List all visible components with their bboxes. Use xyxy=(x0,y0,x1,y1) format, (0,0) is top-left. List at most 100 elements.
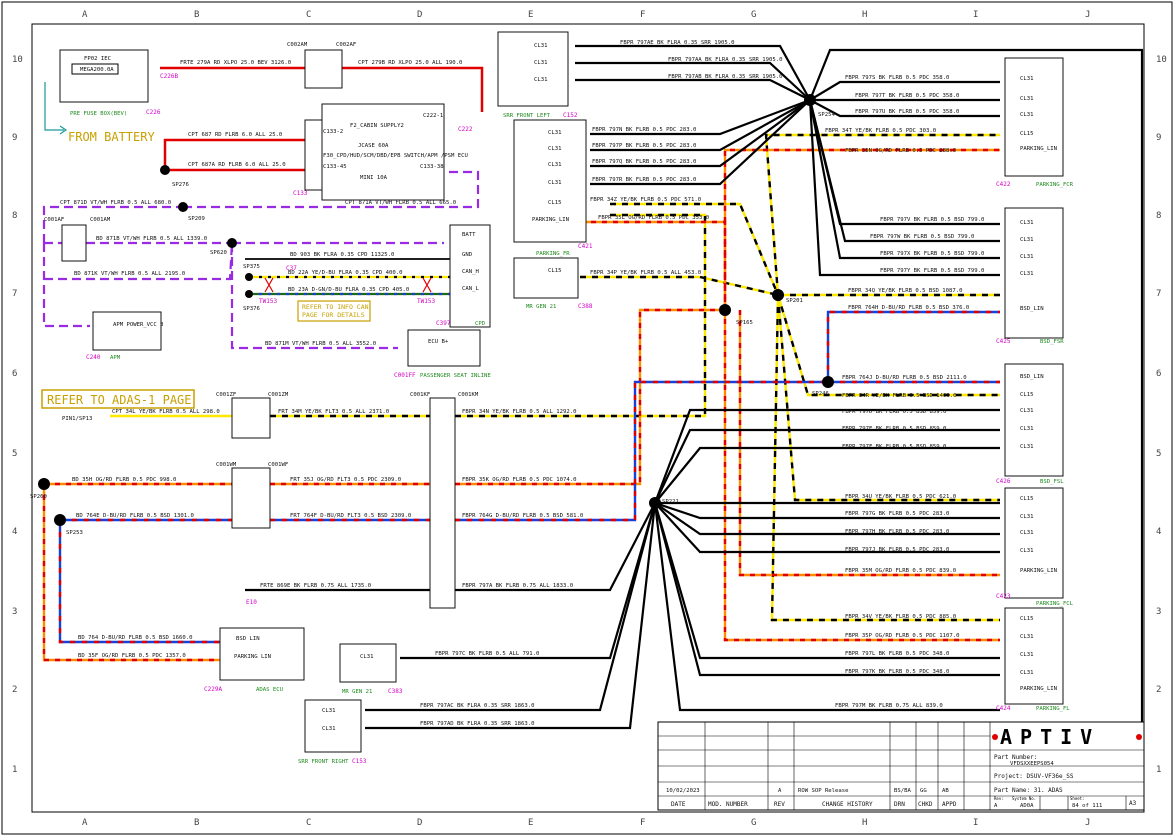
wire-label: FBPR 797AA BK FLRA 0.35 SRR 1905.0 xyxy=(668,57,783,63)
wire-label: FBPR 797J BK FLRB 0.5 PDC 283.0 xyxy=(845,547,949,553)
grid-col-bottom-E: E xyxy=(528,818,533,828)
apm-caption: APM xyxy=(110,355,121,361)
from-battery-label: FROM BATTERY xyxy=(68,130,155,144)
bsd_fsr-line: CL31 xyxy=(1020,237,1033,243)
wire-label: BD 764E D-BU/RD FLRB 0.5 BSD 1301.0 xyxy=(76,513,194,519)
wire-label: BD 871M VT/WH FLRB 0.5 ALL 3552.0 xyxy=(265,341,376,347)
wire-label: FBPR 35N OG/RD FLRB 0.5 PDC 288.0 xyxy=(845,148,956,154)
parking_fcr-caption: PARKING_FCR xyxy=(1036,182,1074,188)
wire-label: BD 764 D-BU/RD FLRB 0.5 BSD 1660.0 xyxy=(78,635,193,641)
mrgen_bot-ref: C383 xyxy=(388,688,403,695)
wire-label: FBPR 797T BK FLRB 0.5 PDC 358.0 xyxy=(855,93,959,99)
cpd-ref: C397 xyxy=(436,320,451,327)
parking_fr-line: CL15 xyxy=(548,200,561,206)
cpd-line: CAN_H xyxy=(462,269,479,275)
wire-label: FBPR 797U BK FLRB 0.5 PDC 358.0 xyxy=(855,109,959,115)
adas_ecu-line: BSD LIN xyxy=(236,636,260,642)
wire-label: FBPR 797P BK FLRB 0.5 PDC 283.0 xyxy=(592,143,696,149)
inline-connector-name: C001WM xyxy=(216,462,237,468)
wire-label: FBPR 797L BK FLRB 0.5 PDC 348.0 xyxy=(845,651,949,657)
wire-label: FBPR 797D BK FLRB 0.5 BSD 859.0 xyxy=(842,409,946,415)
wire-label: CPT 687 RD FLRB 6.0 ALL 25.0 xyxy=(188,132,282,138)
grid-row-10: 10 xyxy=(12,55,23,65)
wire-label: FBPR 797V BK FLRB 0.5 BSD 799.0 xyxy=(880,217,984,223)
history-chkd: GG xyxy=(920,788,927,794)
inline-connector-name: C002AM xyxy=(287,42,308,48)
wire-label: FBPR 35K OG/RD FLRB 0.5 PDC 1074.0 xyxy=(462,477,577,483)
apm-ref: C240 xyxy=(86,354,101,361)
parking_fr-line: CL31 xyxy=(548,130,561,136)
wire-label: FBPR 797F BK FLRB 0.5 BSD 859.0 xyxy=(842,444,946,450)
inline-connector-name: C002AF xyxy=(336,42,357,48)
grid-row-6: 6 xyxy=(12,369,17,379)
wire-label: FBPR 797AC BK FLRA 0.35 SRR 1863.0 xyxy=(420,703,535,709)
parking_fr-line: CL31 xyxy=(548,162,561,168)
title-header: CHKD xyxy=(918,801,933,808)
splice-dots xyxy=(38,94,834,526)
wire-label: CPT 279B RD XLPO 25.0 ALL 190.0 xyxy=(358,60,462,66)
grid-row-right-4: 4 xyxy=(1156,527,1161,537)
wire-label: FBPR 34T YE/BK FLRB 0.5 PDC 303.0 xyxy=(825,128,936,134)
cabin-line: MINI 10A xyxy=(360,175,388,181)
grid-row-right-9: 9 xyxy=(1156,133,1161,143)
splice-name: SP253 xyxy=(66,530,83,536)
wire-label: BD 871B VT/WH FLRB 0.5 ALL 1339.0 xyxy=(96,236,207,242)
apm-line: APM POWER_VCC 3 xyxy=(113,322,164,328)
parking_fcl-line: CL31 xyxy=(1020,530,1033,536)
battery-feed-line xyxy=(44,82,64,131)
seat-ref: C001FF xyxy=(394,372,416,379)
bsd_fsr-line: CL31 xyxy=(1020,271,1033,277)
mrgen_bot-caption: MR GEN 21 xyxy=(342,689,372,695)
srr_fr-caption: SRR FRONT RIGHT xyxy=(298,759,349,765)
wire-label: FBPR 797S BK FLRB 0.5 PDC 358.0 xyxy=(845,75,949,81)
seat-line: ECU B+ xyxy=(428,339,449,345)
cabin-line: JCASE 60A xyxy=(358,143,389,149)
grid-col-bottom-C: C xyxy=(306,818,311,828)
wire-label: FBPR 34N YE/BK FLRB 0.5 ALL 1292.0 xyxy=(462,409,577,415)
wire-label: FBPR 764J D-BU/RD FLRB 0.5 BSD 2111.0 xyxy=(842,375,967,381)
splice-name: SP221 xyxy=(662,499,679,505)
splice-name: SP260 xyxy=(30,494,47,500)
grid-row-9: 9 xyxy=(12,133,17,143)
bsd_fsr-caption: BSD_FSR xyxy=(1040,339,1064,345)
wire-label: FBPR 797Q BK FLRB 0.5 PDC 283.0 xyxy=(592,159,696,165)
sheet-size: A3 xyxy=(1129,800,1137,807)
grid-col-I: I xyxy=(973,10,978,20)
adas_ecu-line: PARKING LIN xyxy=(234,654,271,660)
wire-label: FBPR 797AB BK FLRA 0.35 SRR 1905.0 xyxy=(668,74,783,80)
parking_fr-line: CL31 xyxy=(548,180,561,186)
bsd_fsl-line: BSD_LIN xyxy=(1020,374,1044,380)
cpd-line: CAN_L xyxy=(462,286,479,292)
grid-row-right-2: 2 xyxy=(1156,685,1161,695)
grid-row-1: 1 xyxy=(12,765,17,775)
parking_fr-ref: C421 xyxy=(578,243,593,250)
rev-label: Rev: xyxy=(994,796,1004,801)
wire-label: BD 35F OG/RD FLRB 0.5 PDC 1357.0 xyxy=(78,653,186,659)
parking_fr-line: CL31 xyxy=(548,146,561,152)
splice-name: SP201 xyxy=(786,298,803,304)
misc-ref: C226B xyxy=(160,73,178,80)
grid-col-C: C xyxy=(306,10,311,20)
srr_fl-caption: SRR FRONT LEFT xyxy=(503,113,551,119)
grid-col-F: F xyxy=(640,10,645,20)
grid-row-right-8: 8 xyxy=(1156,211,1161,221)
title-header: DRN xyxy=(894,801,905,808)
component-boxes xyxy=(59,31,1064,753)
splice-name: SP246 xyxy=(812,391,829,397)
misc-ref: E10 xyxy=(246,599,257,606)
mrgen_top-line: CL15 xyxy=(548,268,561,274)
bsd_fsr-line: BSD_LIN xyxy=(1020,306,1044,312)
srr_fl-line: CL31 xyxy=(534,60,547,66)
parking_fl-ref: C424 xyxy=(996,705,1011,712)
grid-col-G: G xyxy=(751,10,756,20)
wire-label: FBPR 797N BK FLRB 0.5 PDC 283.0 xyxy=(592,127,696,133)
grid-row-right-1: 1 xyxy=(1156,765,1161,775)
parking_fcr-line: PARKING_LIN xyxy=(1020,146,1057,152)
history-drn: BS/BA xyxy=(894,788,911,794)
bsd_fsr-line: CL31 xyxy=(1020,220,1033,226)
wire-label: CPT 871D VT/WH FLRB 0.5 ALL 680.0 xyxy=(60,200,171,206)
cpd-line: GND xyxy=(462,252,473,258)
parking_fl-caption: PARKING_FL xyxy=(1036,706,1070,712)
